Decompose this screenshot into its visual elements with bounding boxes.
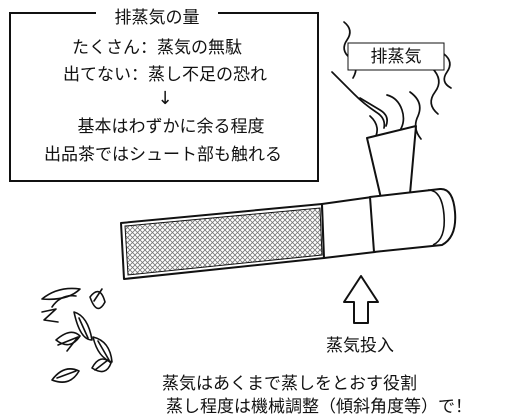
bottom-note-line-2: 蒸し程度は機械調整（傾斜角度等）で！ bbox=[166, 397, 472, 417]
tea-leaf-6 bbox=[51, 368, 80, 383]
exhaust-label-frame bbox=[347, 42, 445, 71]
mesh-drum-hatching bbox=[124, 207, 323, 276]
tea-leaf-4 bbox=[55, 331, 81, 352]
note-box-title: 排蒸気の量 bbox=[115, 8, 200, 28]
exhaust-label: 排蒸気 bbox=[371, 47, 422, 67]
tea-leaves bbox=[41, 287, 113, 383]
steam-input-arrow-icon bbox=[343, 275, 379, 324]
note-line-basic: 基本はわずかに余る程度 bbox=[78, 117, 265, 137]
tea-leaf-1 bbox=[41, 287, 81, 323]
exhaust-steam-wisps bbox=[331, 21, 452, 140]
tea-leaf-2 bbox=[89, 288, 106, 310]
note-box-title-background bbox=[96, 4, 218, 28]
note-box bbox=[9, 12, 319, 182]
note-line-not-out: 出てない：蒸し不足の恐れ bbox=[63, 65, 267, 85]
bottom-note-line-1: 蒸気はあくまで蒸しをとおす役割 bbox=[162, 374, 417, 394]
tea-leaf-3 bbox=[73, 311, 93, 341]
tea-leaf-7 bbox=[91, 358, 112, 373]
steam-input-label: 蒸気投入 bbox=[326, 336, 394, 356]
tea-leaf-5 bbox=[92, 336, 113, 363]
note-arrow-down-icon: ↓ bbox=[157, 88, 172, 109]
note-line-plenty: たくさん：蒸気の無駄 bbox=[72, 38, 242, 58]
note-line-competition-tea: 出品茶ではシュート部も触れる bbox=[44, 145, 282, 165]
